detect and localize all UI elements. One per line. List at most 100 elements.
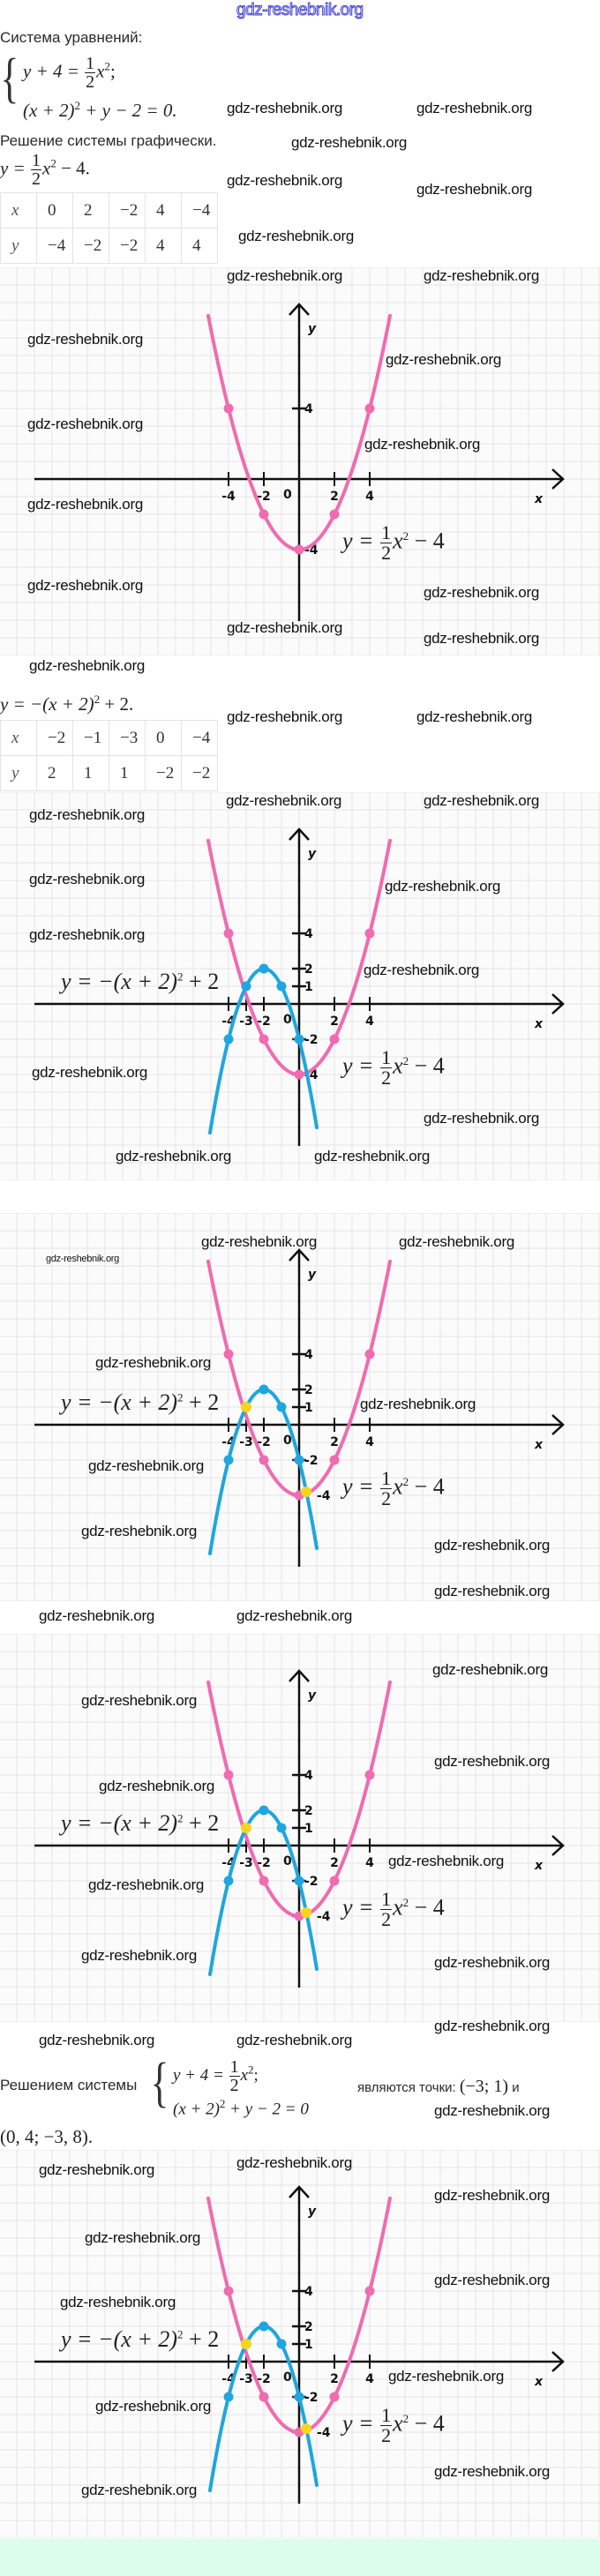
watermark: gdz-reshebnik.org — [32, 1064, 147, 1081]
site-logo[interactable]: gdz-reshebnik.org — [236, 1, 364, 20]
y-tick-label: -2 — [304, 1454, 319, 1468]
intersection-point — [241, 1402, 251, 1412]
values-table-1: x 0 2 −2 4 −4 y −4 −2 −2 4 4 — [0, 192, 218, 264]
x-axis-arrow-icon — [551, 468, 565, 490]
y-axis-arrow-icon — [289, 303, 310, 316]
watermark: gdz-reshebnik.org — [434, 1954, 550, 1971]
pink-point — [329, 1876, 340, 1886]
y-tick-label: -2 — [304, 1033, 319, 1047]
x-axis-label: x — [534, 1438, 544, 1452]
watermark: gdz-reshebnik.org — [99, 1778, 214, 1794]
pink-point — [223, 403, 234, 414]
y-axis-label: y — [308, 322, 317, 336]
origin-label: 0 — [283, 1854, 292, 1868]
y-tick-label: -4 — [317, 1489, 331, 1503]
watermark: gdz-reshebnik.org — [388, 2368, 504, 2385]
watermark-small: gdz-reshebnik.org — [46, 1254, 119, 1264]
table-cell: −2 — [181, 755, 218, 791]
y-tick-label: 4 — [304, 2285, 313, 2299]
watermark: gdz-reshebnik.org — [238, 228, 354, 244]
watermark: gdz-reshebnik.org — [434, 1537, 550, 1554]
watermark: gdz-reshebnik.org — [434, 2463, 550, 2480]
conclusion-and: и — [512, 2080, 520, 2095]
pink-point — [364, 403, 375, 414]
watermark: gdz-reshebnik.org — [39, 2032, 154, 2048]
pink-point — [329, 2392, 340, 2402]
watermark: gdz-reshebnik.org — [27, 496, 143, 513]
pink-point — [259, 2392, 269, 2402]
y-tick-label: 1 — [304, 1822, 313, 1836]
watermark: gdz-reshebnik.org — [388, 1853, 504, 1869]
x-tick-label: -2 — [257, 1015, 271, 1029]
blue-parabola-equation: y = −(x + 2)2 + 2 — [61, 2326, 220, 2352]
pink-point — [223, 928, 234, 939]
y-tick-label: 2 — [304, 1383, 313, 1397]
y-tick-label: 1 — [304, 1401, 313, 1415]
system-brace: { — [150, 2053, 169, 2113]
blue-point — [294, 1876, 304, 1886]
table-cell: −2 — [109, 228, 146, 264]
watermark: gdz-reshebnik.org — [227, 100, 342, 116]
blue-point — [294, 2392, 304, 2402]
blue-point — [276, 1823, 287, 1833]
y-tick-label: -2 — [304, 1875, 319, 1889]
y-axis-arrow-icon — [289, 1248, 310, 1262]
intersection-point — [241, 2339, 251, 2349]
y-tick-label: 4 — [304, 402, 313, 416]
watermark: gdz-reshebnik.org — [39, 1607, 154, 1624]
x-tick-label: -3 — [239, 1856, 253, 1870]
watermark: gdz-reshebnik.org — [424, 792, 539, 809]
system-brace: { — [0, 49, 19, 109]
x-tick-label: 4 — [365, 1015, 374, 1029]
footer-bar — [0, 2539, 600, 2576]
blue-point — [259, 963, 269, 974]
table-cell: 1 — [109, 755, 146, 791]
x-tick-label: -2 — [257, 1435, 271, 1449]
x-tick-label: -2 — [257, 490, 271, 504]
x-tick-label: 2 — [330, 1856, 339, 1870]
x-axis-arrow-icon — [551, 1835, 565, 1856]
watermark: gdz-reshebnik.org — [88, 1457, 204, 1474]
watermark: gdz-reshebnik.org — [364, 436, 480, 453]
table-cell: 4 — [145, 192, 182, 228]
watermark: gdz-reshebnik.org — [424, 1110, 539, 1127]
table-header: x — [0, 192, 37, 228]
watermark: gdz-reshebnik.org — [81, 1523, 197, 1539]
y-tick-label: 2 — [304, 962, 313, 977]
watermark: gdz-reshebnik.org — [434, 2102, 550, 2119]
pink-point — [259, 1034, 269, 1045]
watermark: gdz-reshebnik.org — [434, 2272, 550, 2288]
table-cell: 4 — [145, 228, 182, 264]
y-axis-arrow-icon — [289, 827, 310, 841]
watermark: gdz-reshebnik.org — [81, 2482, 197, 2498]
watermark: gdz-reshebnik.org — [236, 1607, 352, 1624]
pink-point — [223, 1770, 234, 1780]
watermark: gdz-reshebnik.org — [424, 267, 539, 284]
table-cell: −2 — [36, 720, 73, 756]
blue-point — [294, 1455, 304, 1465]
conclusion-text: являются точки: — [357, 2080, 456, 2095]
watermark: gdz-reshebnik.org — [116, 1148, 231, 1164]
y-tick-label: 4 — [304, 1769, 313, 1783]
table-header: y — [0, 228, 37, 264]
watermark: gdz-reshebnik.org — [432, 1661, 548, 1678]
y-tick-label: 4 — [304, 1348, 313, 1362]
y-tick-label: -4 — [317, 2426, 331, 2440]
solution-point-2: (0, 4; −3, 8). — [0, 2126, 94, 2147]
table-cell: −1 — [72, 720, 109, 756]
y-axis-arrow-icon — [289, 2185, 310, 2198]
system-equation-2: (x + 2)2 + y − 2 = 0. — [23, 99, 177, 121]
x-axis-arrow-icon — [551, 1414, 565, 1435]
x-tick-label: 4 — [365, 1856, 374, 1870]
y-axis-label: y — [308, 2205, 317, 2219]
